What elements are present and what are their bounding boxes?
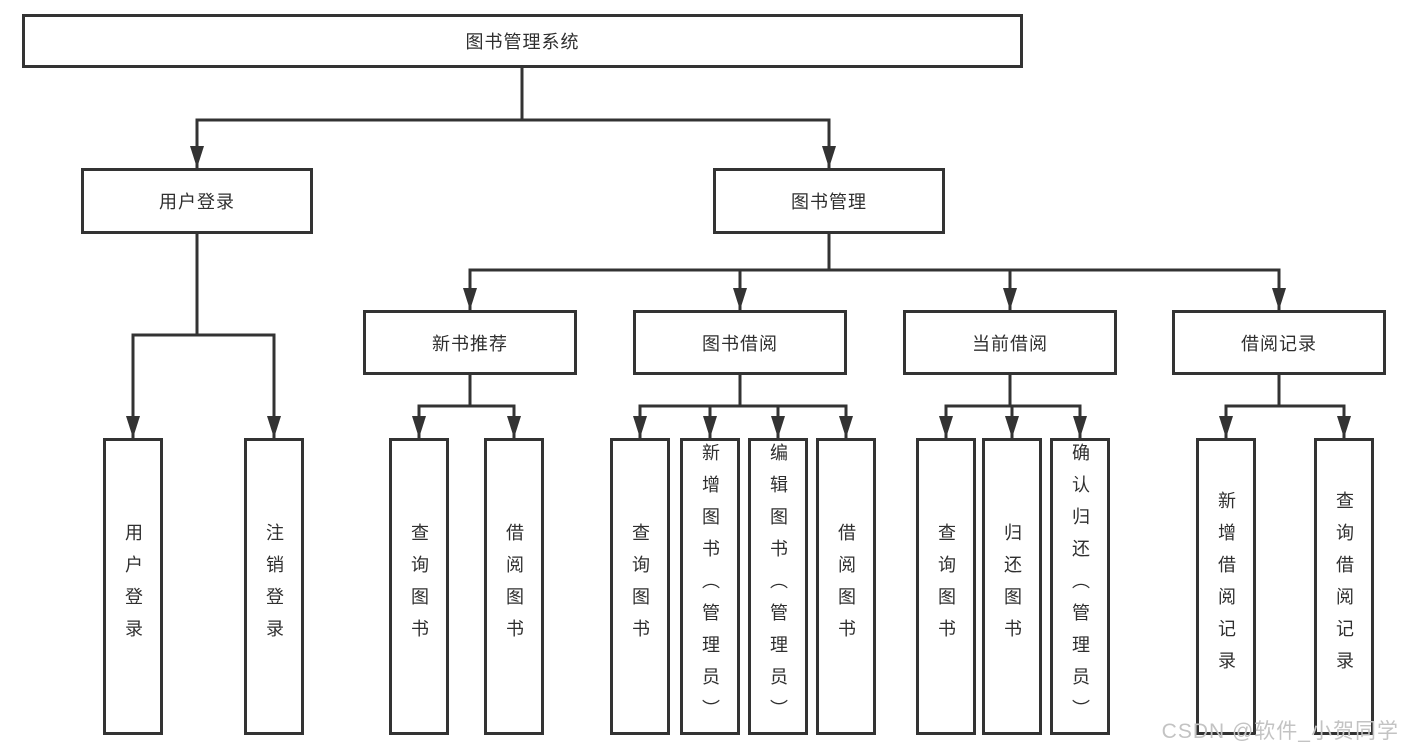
node-user-login: 用户登录: [81, 168, 313, 234]
leaf-query-borrow-record: 查询借阅记录: [1314, 438, 1374, 735]
leaf-confirm-return-admin: 确认归还（管理员）: [1050, 438, 1110, 735]
node-book-management: 图书管理: [713, 168, 945, 234]
leaf-borrow-books-recommend: 借阅图书: [484, 438, 544, 735]
leaf-query-books-current: 查询图书: [916, 438, 976, 735]
leaf-edit-books-admin: 编辑图书（管理员）: [748, 438, 808, 735]
node-borrowing-records: 借阅记录: [1172, 310, 1386, 375]
arrowheads: [126, 146, 1351, 438]
leaf-add-books-admin: 新增图书（管理员）: [680, 438, 740, 735]
node-new-book-recommendation: 新书推荐: [363, 310, 577, 375]
node-library-management-system: 图书管理系统: [22, 14, 1023, 68]
leaf-add-borrow-record: 新增借阅记录: [1196, 438, 1256, 735]
node-current-borrowing: 当前借阅: [903, 310, 1117, 375]
leaf-user-login: 用户登录: [103, 438, 163, 735]
leaf-borrow-books: 借阅图书: [816, 438, 876, 735]
leaf-query-books-recommend: 查询图书: [389, 438, 449, 735]
leaf-query-books-borrow: 查询图书: [610, 438, 670, 735]
leaf-logout: 注销登录: [244, 438, 304, 735]
node-book-borrowing: 图书借阅: [633, 310, 847, 375]
leaf-return-books: 归还图书: [982, 438, 1042, 735]
csdn-watermark: CSDN @软件_小贺同学: [1161, 720, 1399, 743]
